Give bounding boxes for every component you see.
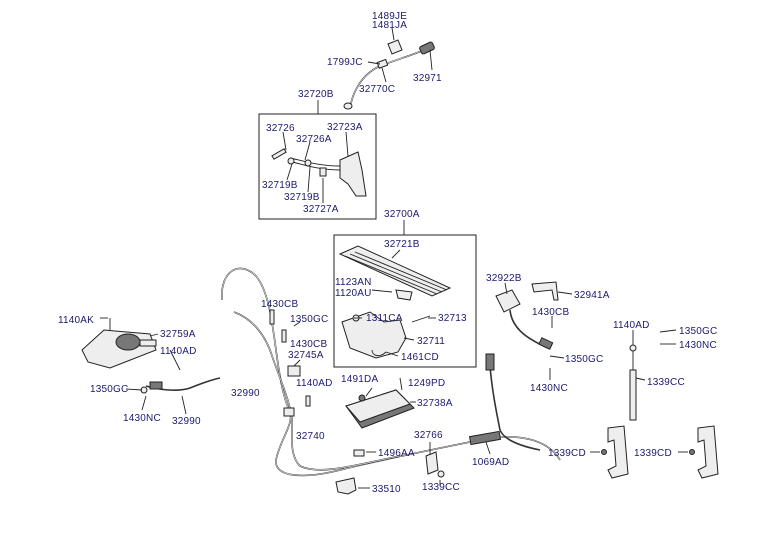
label-32726: 32726 — [266, 123, 295, 134]
label-1069ad: 1069AD — [472, 457, 509, 468]
cable-assembly-32770c — [343, 39, 435, 110]
label-1430cb-center-1: 1430CB — [261, 299, 298, 310]
cable-32990-left — [140, 377, 221, 394]
bracket-1339cd-1 — [590, 425, 629, 479]
label-1123an: 1123AN — [335, 277, 372, 288]
label-32713: 32713 — [438, 313, 467, 324]
label-1120au: 1120AU — [335, 288, 372, 299]
label-1799jc: 1799JC — [327, 57, 363, 68]
label-1430cb-center-2: 1430CB — [290, 339, 327, 350]
label-32990-center: 32990 — [231, 388, 260, 399]
label-32759a: 32759A — [160, 329, 196, 340]
label-1461cd: 1461CD — [401, 352, 439, 363]
label-1140ad-left: 1140AD — [160, 346, 197, 357]
pad-32738a — [345, 377, 416, 429]
cable-32990-main — [221, 267, 561, 477]
label-1481ja: 1481JA — [372, 20, 407, 31]
label-1350gc-center: 1350GC — [290, 314, 328, 325]
label-1311ca: 1311CA — [366, 313, 403, 324]
label-1249pd: 1249PD — [408, 378, 445, 389]
label-1339cd-1: 1339CD — [548, 448, 586, 459]
leader-lines-right — [504, 282, 573, 380]
label-32922b: 32922B — [486, 273, 522, 284]
label-32971: 32971 — [413, 73, 442, 84]
label-32700a: 32700A — [384, 209, 420, 220]
actuator-32759a — [81, 318, 157, 369]
rod-1339cc — [629, 329, 677, 421]
label-32766: 32766 — [414, 430, 443, 441]
leader-1069ad — [485, 441, 491, 455]
label-1339cc-center: 1339CC — [422, 482, 460, 493]
bracket-33510 — [335, 477, 370, 495]
label-1430nc-far-right: 1430NC — [679, 340, 717, 351]
label-1339cd-2: 1339CD — [634, 448, 672, 459]
label-32738a: 32738A — [417, 398, 453, 409]
bracket-32922b — [495, 281, 559, 350]
label-32740: 32740 — [296, 431, 325, 442]
accelerator-pedal-32721b — [338, 245, 452, 301]
label-32721b: 32721B — [384, 239, 420, 250]
label-1350gc-left: 1350GC — [90, 384, 128, 395]
leader-lines-top — [367, 27, 433, 83]
label-1489je: 1489JE — [372, 11, 407, 22]
label-32990-left: 32990 — [172, 416, 201, 427]
label-32726a: 32726A — [296, 134, 332, 145]
label-1350gc-right: 1350GC — [565, 354, 603, 365]
label-1350gc-far-right: 1350GC — [679, 326, 717, 337]
label-1430cb-right: 1430CB — [532, 307, 569, 318]
label-32723a: 32723A — [327, 122, 363, 133]
label-32745a: 32745A — [288, 350, 324, 361]
label-1491da: 1491DA — [341, 374, 378, 385]
label-32941a: 32941A — [574, 290, 610, 301]
group-box-32700a — [333, 234, 477, 368]
label-1140ak: 1140AK — [58, 315, 94, 326]
clip-1496aa — [353, 449, 376, 457]
label-32711: 32711 — [417, 336, 445, 347]
label-1140ad-center: 1140AD — [296, 378, 333, 389]
leader-lines-box1 — [282, 131, 349, 203]
label-32719b-2: 32719B — [284, 192, 320, 203]
group-box-32720b — [258, 113, 377, 220]
leader-lines-box2 — [354, 249, 436, 357]
label-32727a: 32727A — [303, 204, 339, 215]
label-32770c: 32770C — [359, 84, 395, 95]
bracket-1339cd-2 — [678, 425, 719, 479]
bracket-assembly-32723a — [271, 148, 367, 197]
bracket-32766 — [425, 442, 445, 486]
label-1430nc-left: 1430NC — [123, 413, 161, 424]
labels: 1489JE 1481JA 1799JC 32971 32770C 32720B… — [58, 11, 717, 495]
label-1339cc-far-right: 1339CC — [647, 377, 685, 388]
label-1496aa: 1496AA — [378, 448, 415, 459]
label-1140ad-far-right: 1140AD — [613, 320, 650, 331]
label-32719b-1: 32719B — [262, 180, 298, 191]
small-parts-center — [269, 309, 311, 407]
label-1430nc-right: 1430NC — [530, 383, 568, 394]
leader-lines-left — [100, 317, 187, 415]
label-32720b: 32720B — [298, 89, 334, 100]
label-33510: 33510 — [372, 484, 401, 495]
